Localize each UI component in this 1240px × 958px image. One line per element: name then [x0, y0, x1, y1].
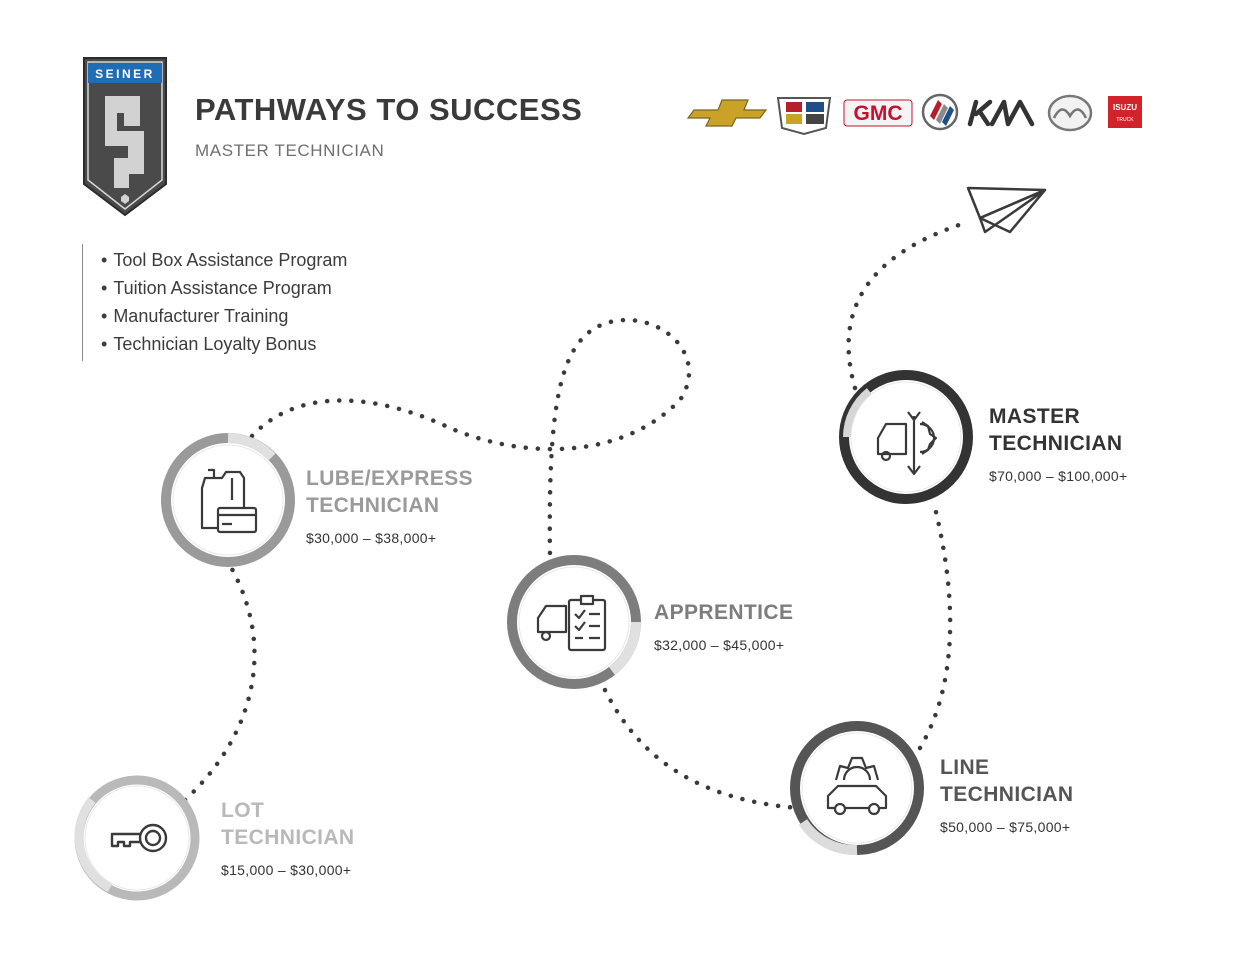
- stage-salary: $15,000 – $30,000+: [221, 862, 352, 878]
- car-clipboard-icon: [536, 594, 607, 652]
- kia-logo-icon: [967, 99, 1035, 127]
- stage-apprentice: APPRENTICE $32,000 – $45,000+: [654, 599, 793, 653]
- stage-title: LOT TECHNICIAN: [221, 797, 355, 851]
- stage-title-line1: LINE: [940, 756, 990, 779]
- isuzu-logo-icon: ISUZU TRUCK: [1108, 96, 1142, 128]
- stage-salary: $32,000 – $45,000+: [654, 637, 785, 653]
- page-subtitle: MASTER TECHNICIAN: [195, 141, 385, 160]
- stage-title-line1: LUBE/EXPRESS: [306, 467, 474, 490]
- chevrolet-logo-icon: [686, 99, 768, 127]
- benefit-item: Tuition Assistance Program: [113, 274, 347, 302]
- stage-lube: LUBE/EXPRESS TECHNICIAN $30,000 – $38,00…: [306, 465, 473, 546]
- stage-salary: $70,000 – $100,000+: [989, 468, 1128, 484]
- stage-title-line1: APPRENTICE: [654, 601, 794, 624]
- gmc-logo-icon: GMC: [843, 99, 913, 127]
- oil-jug-card-icon: [200, 468, 258, 534]
- path-lot-to-lube: [182, 559, 257, 803]
- seiner-logo: SEINER: [83, 57, 167, 217]
- isuzu-label: ISUZU: [1113, 103, 1137, 112]
- stage-title-line1: LOT: [221, 799, 265, 822]
- benefits-list: Tool Box Assistance Program Tuition Assi…: [82, 244, 347, 361]
- isuzu-sublabel: TRUCK: [1116, 117, 1134, 123]
- stage-title-line2: TECHNICIAN: [306, 494, 440, 517]
- path-master-to-plane: [846, 219, 971, 391]
- stage-line: LINE TECHNICIAN $50,000 – $75,000+: [940, 754, 1074, 835]
- buick-logo-icon: [921, 93, 959, 131]
- key-icon: [110, 823, 168, 853]
- page-title: PATHWAYS TO SUCCESS: [195, 92, 583, 127]
- path-line-to-master: [917, 505, 953, 751]
- stage-title-line1: MASTER: [989, 405, 1081, 428]
- stage-master: MASTER TECHNICIAN $70,000 – $100,000+: [989, 403, 1127, 484]
- cadillac-logo-icon: [776, 97, 832, 136]
- stage-title: APPRENTICE: [654, 599, 793, 626]
- stage-title-line2: TECHNICIAN: [221, 826, 355, 849]
- stage-title-line2: TECHNICIAN: [989, 432, 1123, 455]
- car-gear-icon: [826, 756, 888, 816]
- mazda-logo-icon: [1047, 94, 1093, 132]
- stage-salary: $50,000 – $75,000+: [940, 819, 1071, 835]
- benefit-item: Technician Loyalty Bonus: [113, 330, 347, 358]
- benefit-item: Manufacturer Training: [113, 302, 347, 330]
- logo-text: SEINER: [95, 67, 155, 81]
- brand-logo-strip: GMC ISUZU TRUCK: [686, 93, 1142, 136]
- car-wrench-gear-icon: [876, 411, 938, 476]
- stage-node-lot: [74, 775, 200, 901]
- paper-plane-icon: [966, 186, 1047, 234]
- stage-salary: $30,000 – $38,000+: [306, 530, 437, 546]
- stage-title: LINE TECHNICIAN: [940, 754, 1074, 808]
- stage-node-apprentice: [507, 555, 641, 689]
- stage-title-line2: TECHNICIAN: [940, 783, 1074, 806]
- path-apprentice-to-line: [602, 687, 801, 811]
- benefit-item: Tool Box Assistance Program: [113, 246, 347, 274]
- gmc-label: GMC: [854, 102, 903, 125]
- stage-title: LUBE/EXPRESS TECHNICIAN: [306, 465, 473, 519]
- stage-node-lube: [161, 433, 295, 567]
- stage-node-line: [790, 721, 924, 856]
- stage-title: MASTER TECHNICIAN: [989, 403, 1127, 457]
- stage-node-master: [839, 370, 973, 504]
- stage-lot: LOT TECHNICIAN $15,000 – $30,000+: [221, 797, 355, 878]
